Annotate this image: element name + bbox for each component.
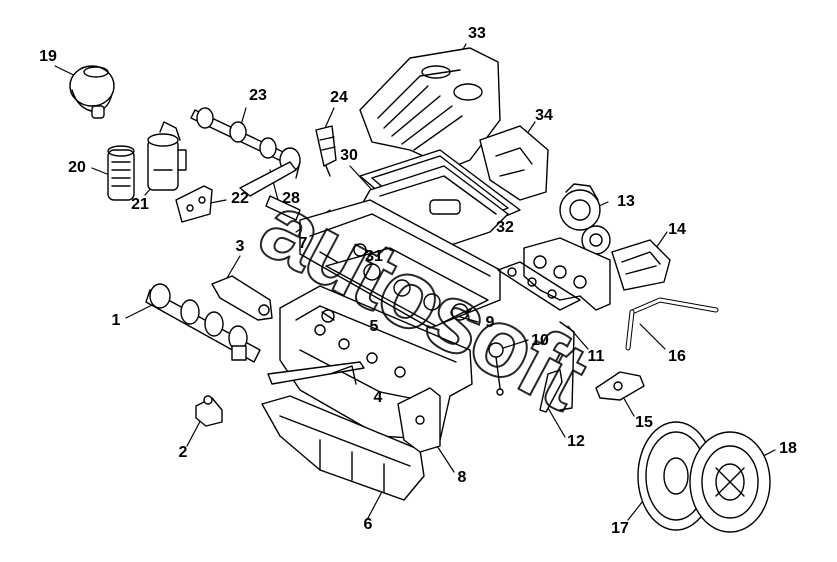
callout-15: 15 xyxy=(635,414,653,431)
callout-12: 12 xyxy=(567,433,585,450)
callout-13: 13 xyxy=(617,193,635,210)
part-24-injector xyxy=(315,125,337,177)
callout-18: 18 xyxy=(779,440,797,457)
callout-8: 8 xyxy=(457,469,467,486)
callout-30: 30 xyxy=(340,147,358,164)
callout-23: 23 xyxy=(249,87,267,104)
part-8-cover-plate xyxy=(397,387,441,453)
callout-32: 32 xyxy=(496,219,514,236)
callout-31: 31 xyxy=(365,248,383,265)
part-18-clutch xyxy=(689,431,771,533)
part-32-head-cover xyxy=(359,165,509,251)
callout-28: 28 xyxy=(282,190,300,207)
part-16-oil-pipe xyxy=(625,297,719,351)
part-10-sensor xyxy=(488,342,504,396)
callout-11: 11 xyxy=(587,348,605,365)
callout-33: 33 xyxy=(468,25,486,42)
part-34-cover-bracket xyxy=(479,125,549,201)
part-9-head-gasket xyxy=(325,247,489,327)
callout-4: 4 xyxy=(373,389,383,406)
callout-3: 3 xyxy=(235,238,245,255)
part-21-filter-housing xyxy=(147,121,187,191)
part-28-bracket xyxy=(239,161,301,221)
part-3-support xyxy=(211,275,273,321)
part-13-turbocharger xyxy=(559,183,611,255)
part-14-heat-shield xyxy=(611,239,671,291)
part-33-engine-cover xyxy=(359,47,501,169)
part-6-oil-pan xyxy=(261,395,425,501)
part-4-dipstick xyxy=(267,361,365,385)
part-5-filler xyxy=(321,309,335,323)
part-12-dipstick-tube xyxy=(539,369,563,413)
part-15-fitting xyxy=(595,371,645,401)
part-11-hose xyxy=(559,321,575,411)
part-20-filter xyxy=(107,145,135,201)
callout-20: 20 xyxy=(68,159,86,176)
callout-2: 2 xyxy=(178,444,188,461)
callout-14: 14 xyxy=(668,221,686,238)
callout-21: 21 xyxy=(131,196,149,213)
callout-10: 10 xyxy=(531,332,549,349)
callout-1: 1 xyxy=(111,312,121,329)
callout-6: 6 xyxy=(363,516,373,533)
callout-7: 7 xyxy=(298,235,308,252)
callout-34: 34 xyxy=(535,107,553,124)
callout-16: 16 xyxy=(668,348,686,365)
callout-19: 19 xyxy=(39,48,57,65)
part-22-bracket xyxy=(175,185,213,223)
part-19-reservoir xyxy=(69,65,115,119)
part-2-mount xyxy=(195,395,223,427)
part-1-crankshaft xyxy=(145,283,261,363)
callout-9: 9 xyxy=(485,314,495,331)
callout-5: 5 xyxy=(369,318,379,335)
callout-24: 24 xyxy=(330,89,348,106)
callout-22: 22 xyxy=(231,190,249,207)
callout-17: 17 xyxy=(611,520,629,537)
part-exhaust-manifold xyxy=(497,237,611,311)
